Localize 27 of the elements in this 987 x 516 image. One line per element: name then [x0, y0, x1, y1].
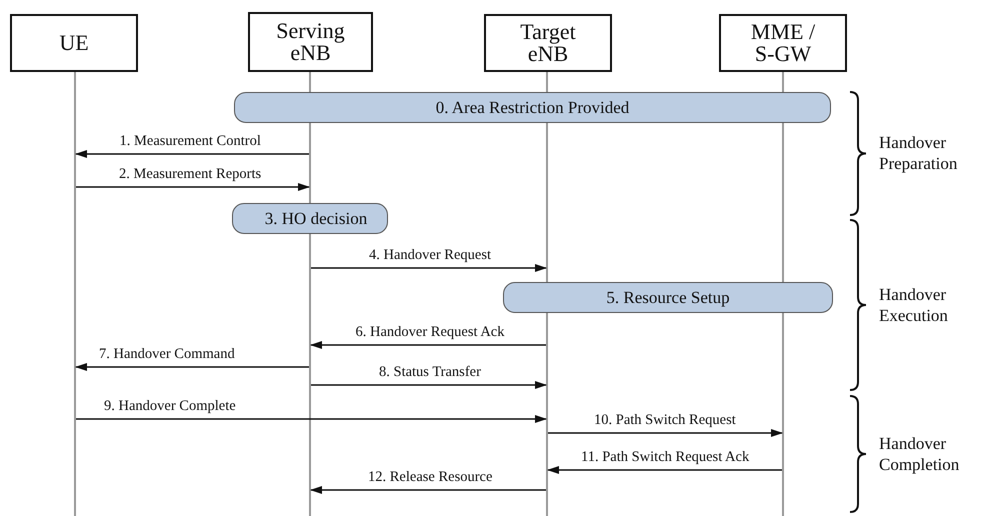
lifeline [74, 72, 76, 516]
phase-label: Handover Completion [879, 432, 960, 475]
process-bar: 3. HO decision [232, 203, 388, 234]
process-bar: 5. Resource Setup [503, 282, 833, 313]
participant-box: MME / S-GW [719, 14, 847, 72]
edge-label: 10. Path Switch Request [593, 413, 737, 429]
message-arrow [310, 341, 546, 349]
message-arrow [76, 415, 547, 423]
participant-box: Target eNB [484, 14, 612, 72]
participant-box: Serving eNB [248, 12, 373, 72]
edge-label: 9. Handover Complete [103, 399, 237, 415]
message-arrow [75, 363, 309, 371]
edge-label: 11. Path Switch Request Ack [580, 450, 750, 466]
message-arrow [75, 150, 309, 158]
message-arrow [76, 183, 310, 191]
edge-label: 4. Handover Request [368, 248, 492, 264]
message-arrow [311, 264, 547, 272]
process-bar: 0. Area Restriction Provided [234, 92, 831, 123]
message-arrow [547, 466, 782, 474]
phase-label: Handover Execution [879, 284, 949, 326]
message-arrow [310, 486, 546, 494]
phase-label: Handover Preparation [879, 132, 958, 174]
edge-label: 2. Measurement Reports [118, 167, 262, 183]
participant-box: UE [10, 14, 138, 72]
edge-label: 6. Handover Request Ack [354, 325, 506, 341]
message-arrow [548, 429, 783, 437]
message-arrow [311, 381, 547, 389]
